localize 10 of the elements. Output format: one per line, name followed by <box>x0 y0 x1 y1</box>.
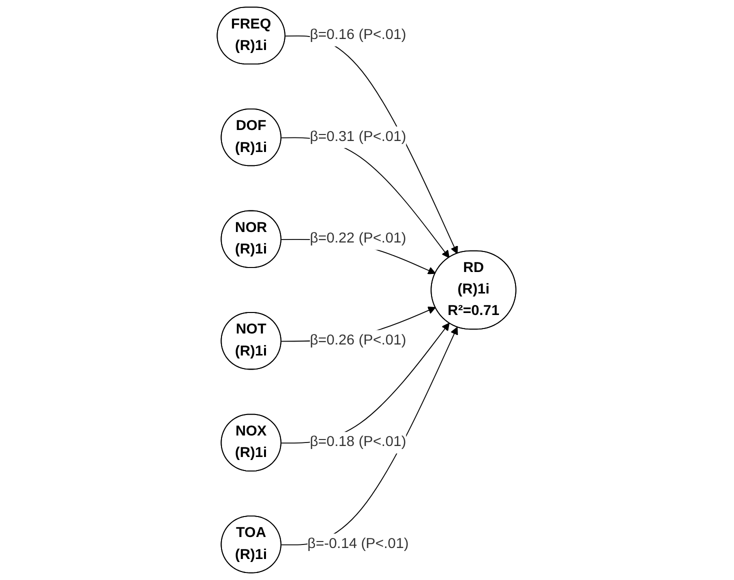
arrow <box>285 36 458 254</box>
edge-label: β=-0.14 (P<.01) <box>308 536 410 552</box>
arrow <box>281 322 450 444</box>
edge-label: β=0.31 (P<.01) <box>310 129 407 145</box>
arrow <box>281 137 450 258</box>
edge-label: β=0.16 (P<.01) <box>310 27 407 43</box>
edge-label: β=0.26 (P<.01) <box>310 332 407 348</box>
edge-label: β=0.22 (P<.01) <box>310 231 407 246</box>
arrow <box>281 326 458 546</box>
edge-label: β=0.18 (P<.01) <box>310 434 407 450</box>
